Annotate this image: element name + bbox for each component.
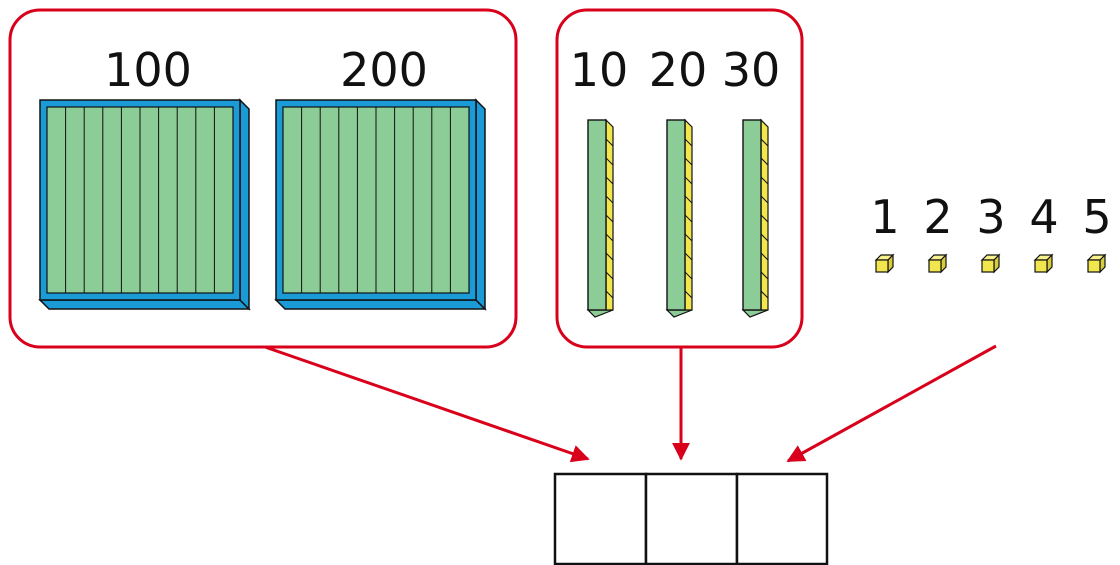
rod-segment-line <box>760 233 769 242</box>
rod-segment-line <box>684 233 693 242</box>
rod-face <box>666 119 686 311</box>
unit-cube-2 <box>927 253 948 274</box>
tens-answer-box[interactable] <box>644 472 739 565</box>
rod-segment-line <box>684 157 693 166</box>
cube-front <box>981 259 995 273</box>
rod-segment-line <box>684 138 693 147</box>
flat-bottom-edge <box>38 299 251 310</box>
rod-face <box>587 119 607 311</box>
tens-label-3: 30 <box>722 43 781 97</box>
rod-segment-line <box>760 214 769 223</box>
rod-side <box>684 118 693 311</box>
rod-side <box>605 118 614 311</box>
rod-face <box>742 119 762 311</box>
rod-segment-line <box>605 271 614 280</box>
cube-front <box>875 259 889 273</box>
flat-right-edge <box>239 98 250 311</box>
rod-segment-line <box>605 252 614 261</box>
cube-front <box>1034 259 1048 273</box>
rod-segment-line <box>760 138 769 147</box>
rod-segment-line <box>684 271 693 280</box>
rod-bottom <box>665 309 693 318</box>
cube-front <box>1087 259 1101 273</box>
hundreds-answer-box[interactable] <box>553 472 648 565</box>
unit-cube-1 <box>874 253 895 274</box>
tens-label-1: 10 <box>570 43 629 97</box>
rod-segment-line <box>760 290 769 299</box>
ones-label-4: 4 <box>1029 190 1058 244</box>
place-value-boxes <box>553 472 829 565</box>
cube-front <box>928 259 942 273</box>
ten-rod-3 <box>741 118 769 318</box>
rod-segment-line <box>684 214 693 223</box>
ones-answer-box[interactable] <box>735 472 829 565</box>
flat-right-edge <box>475 98 486 311</box>
ones-label-1: 1 <box>870 190 899 244</box>
hundreds-label-2: 200 <box>340 43 428 97</box>
unit-cube-5 <box>1086 253 1107 274</box>
ones-group: 1 2 3 4 5 <box>870 190 1112 274</box>
rod-side <box>760 118 769 311</box>
hundreds-label-1: 100 <box>104 43 192 97</box>
hundred-flat-1 <box>38 98 251 311</box>
tens-label-2: 20 <box>649 43 708 97</box>
rod-segment-line <box>605 233 614 242</box>
ones-label-3: 3 <box>976 190 1005 244</box>
unit-cube-3 <box>980 253 1001 274</box>
rod-segment-line <box>605 195 614 204</box>
tens-group: 10 20 30 <box>555 8 804 349</box>
hundreds-group: 100 200 <box>8 8 518 349</box>
rod-segment-line <box>684 176 693 185</box>
hundred-flat-2 <box>274 98 487 311</box>
rod-segment-line <box>760 271 769 280</box>
rod-segment-line <box>605 214 614 223</box>
rod-segment-line <box>605 290 614 299</box>
flat-bottom-edge <box>274 299 487 310</box>
rod-segment-line <box>760 252 769 261</box>
rod-segment-line <box>684 252 693 261</box>
hundreds-group-border <box>8 8 518 349</box>
rod-segment-line <box>760 195 769 204</box>
rod-segment-line <box>605 138 614 147</box>
rod-bottom <box>741 309 769 318</box>
rod-bottom <box>586 309 614 318</box>
arrow-hundreds-to-box <box>264 345 590 463</box>
rod-segment-line <box>684 195 693 204</box>
ones-label-5: 5 <box>1082 190 1111 244</box>
ten-rod-2 <box>665 118 693 318</box>
ones-label-2: 2 <box>923 190 952 244</box>
arrow-ones-to-box <box>786 344 997 463</box>
rod-segment-line <box>605 157 614 166</box>
rod-segment-line <box>760 176 769 185</box>
ten-rod-1 <box>586 118 614 318</box>
unit-cube-4 <box>1033 253 1054 274</box>
rod-segment-line <box>684 290 693 299</box>
rod-segment-line <box>605 176 614 185</box>
rod-segment-line <box>760 157 769 166</box>
